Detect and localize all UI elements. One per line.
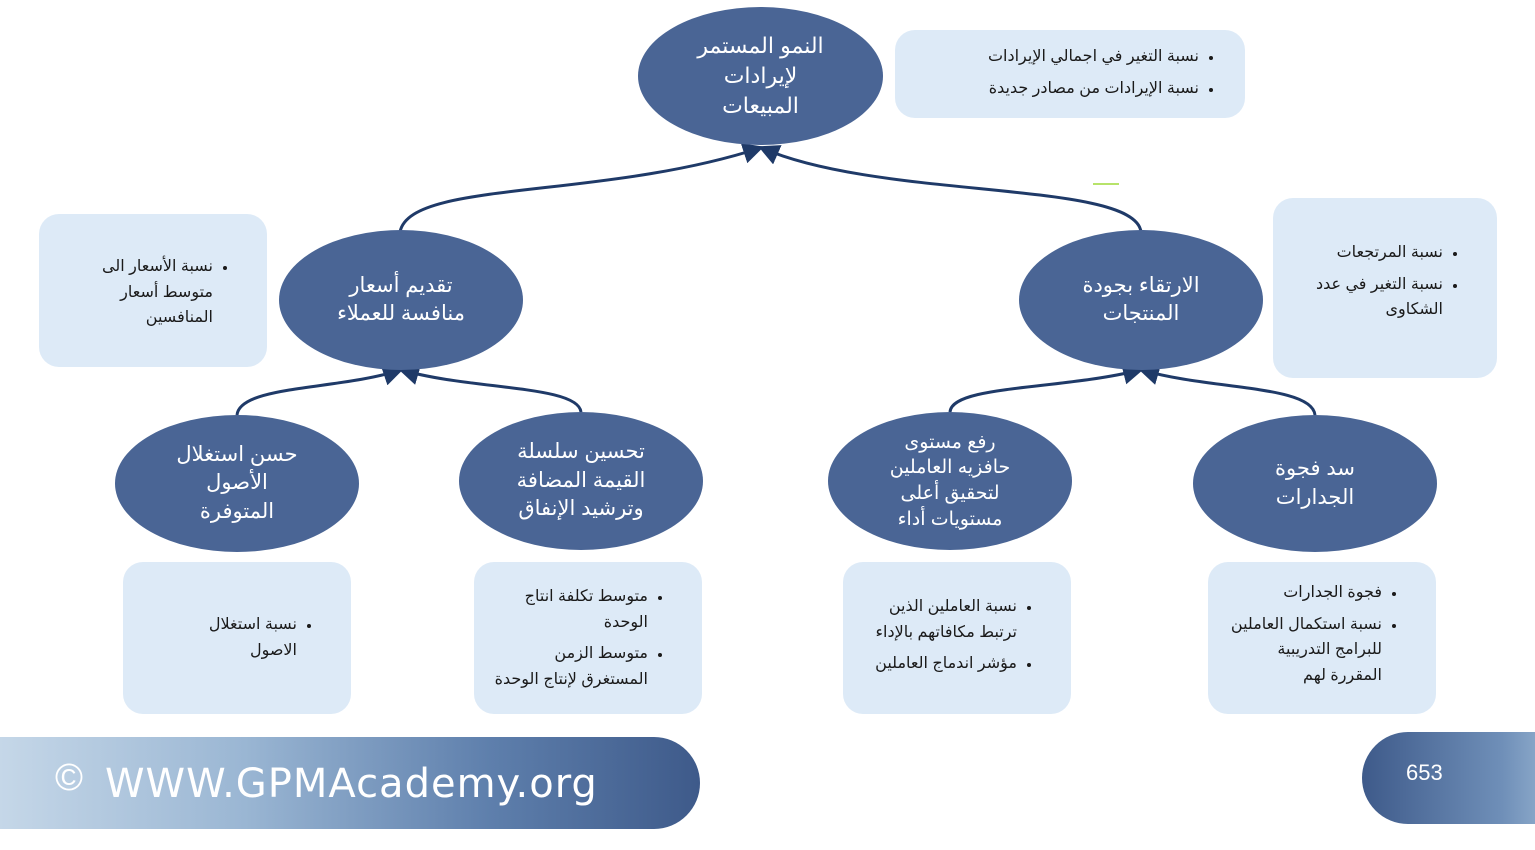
branch-pricing-node: تقديم أسعار منافسة للعملاء (279, 230, 523, 370)
leaf-value-chain-kpi-item: متوسط الزمن المستغرق لإنتاج الوحدة (474, 641, 648, 692)
branch-pricing-kpi-item: نسبة الأسعار الى متوسط أسعار المنافسين (39, 254, 213, 331)
leaf-value-chain-label: تحسين سلسلة القيمة المضافة وترشيد الإنفا… (516, 440, 646, 521)
branch-quality-kpi-item: نسبة المرتجعات (1273, 240, 1443, 266)
leaf-assets-kpi-box: نسبة استغلال الاصول (123, 562, 351, 714)
leaf-gaps-kpi-item: نسبة استكمال العاملين للبرامج التدريبية … (1208, 612, 1382, 689)
leaf-value-chain-kpi-item: متوسط تكلفة انتاج الوحدة (474, 584, 648, 635)
leaf-motivation-node: رفع مستوى حافزيه العاملين لتحقيق أعلى مس… (828, 412, 1072, 550)
connector-valuechain-to-left (397, 364, 583, 413)
connector-left-to-root (398, 143, 764, 233)
branch-pricing-label: تقديم أسعار منافسة للعملاء (337, 273, 465, 325)
leaf-assets-label: حسن استغلال الأصول المتوفرة (176, 442, 298, 523)
root-kpi-box: نسبة التغير في اجمالي الإيرادات نسبة الإ… (895, 30, 1245, 118)
branch-quality-label: الارتقاء بجودة المنتجات (1082, 273, 1200, 325)
root-objective-node: النمو المستمر لإيرادات المبيعات (638, 7, 883, 145)
leaf-motivation-label: رفع مستوى حافزيه العاملين لتحقيق أعلى مس… (889, 431, 1011, 530)
leaf-motivation-kpi-item: نسبة العاملين الذين ترتبط مكافاتهم بالإد… (843, 594, 1017, 645)
root-objective-label: النمو المستمر لإيرادات المبيعات (697, 33, 824, 118)
page-number-tab: 653 (1362, 732, 1535, 824)
leaf-assets-kpi-item: نسبة استغلال الاصول (123, 612, 297, 663)
branch-pricing-kpi-box: نسبة الأسعار الى متوسط أسعار المنافسين (39, 214, 267, 367)
leaf-gaps-node: سد فجوة الجدارات (1193, 415, 1437, 552)
root-kpi-item: نسبة التغير في اجمالي الإيرادات (895, 44, 1199, 70)
leaf-value-chain-kpi-box: متوسط تكلفة انتاج الوحدة متوسط الزمن الم… (474, 562, 702, 714)
leaf-gaps-label: سد فجوة الجدارات (1275, 457, 1355, 509)
leaf-value-chain-node: تحسين سلسلة القيمة المضافة وترشيد الإنفا… (459, 412, 703, 550)
decorative-mark (1093, 183, 1119, 185)
connector-assets-to-left (235, 365, 404, 416)
website-link[interactable]: WWW.GPMAcademy.org (105, 761, 598, 807)
page-number: 653 (1406, 760, 1443, 785)
connector-motivation-to-right (948, 363, 1145, 413)
leaf-gaps-kpi-box: فجوة الجدارات نسبة استكمال العاملين للبر… (1208, 562, 1436, 714)
leaf-gaps-kpi-item: فجوة الجدارات (1208, 580, 1382, 606)
branch-quality-node: الارتقاء بجودة المنتجات (1019, 230, 1263, 370)
branch-quality-kpi-item: نسبة التغير في عدد الشكاوى (1273, 272, 1443, 323)
leaf-motivation-kpi-item: مؤشر اندماج العاملين (843, 651, 1017, 677)
branch-quality-kpi-box: نسبة المرتجعات نسبة التغير في عدد الشكاو… (1273, 198, 1497, 378)
leaf-motivation-kpi-box: نسبة العاملين الذين ترتبط مكافاتهم بالإد… (843, 562, 1071, 714)
footer-bar: © WWW.GPMAcademy.org (0, 737, 700, 829)
leaf-assets-node: حسن استغلال الأصول المتوفرة (115, 415, 359, 552)
root-kpi-item: نسبة الإيرادات من مصادر جديدة (895, 76, 1199, 102)
connector-gaps-to-right (1137, 364, 1317, 416)
connector-right-to-root (758, 145, 1143, 233)
copyright-icon: © (55, 757, 83, 799)
